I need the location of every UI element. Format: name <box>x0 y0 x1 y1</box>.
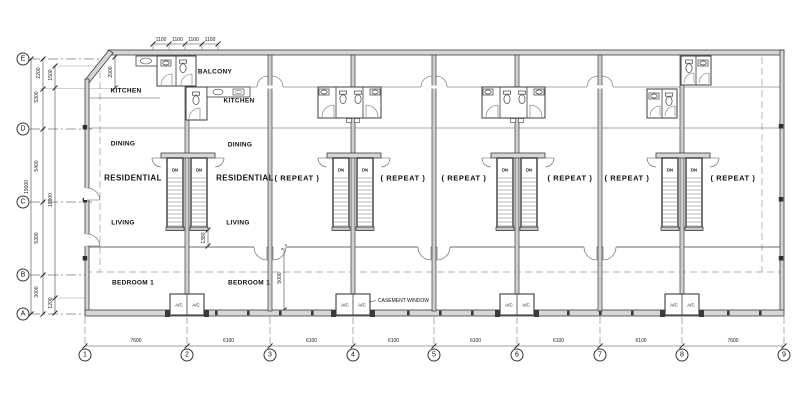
grid-bubble-row-a: A <box>16 307 30 321</box>
bathroom-block <box>482 87 545 123</box>
dim-left-inner-0: 1500 <box>48 69 54 81</box>
ac-label: A/C <box>670 302 678 308</box>
grid-bubble-col-8: 8 <box>675 348 689 362</box>
stair-dn-label: DN <box>525 167 533 173</box>
bathroom-block <box>185 86 251 121</box>
ac-ledge <box>659 293 705 318</box>
dim-bottom-1: 6100 <box>222 338 235 344</box>
dim-bedroom-depth: 5000 <box>277 272 283 284</box>
bathroom-block <box>646 88 678 119</box>
stair-dn-label: DN <box>361 167 369 173</box>
dim-left-bay-1: 5300 <box>34 91 40 103</box>
dim-left-inner-1: 18800 <box>48 193 54 207</box>
ac-ledge <box>494 293 540 318</box>
dim-left-inner-2: 1200 <box>48 297 54 309</box>
ac-label: A/C <box>358 302 366 308</box>
dim-top-0: 1100 <box>155 37 167 43</box>
grid-bubble-col-9: 9 <box>777 348 791 362</box>
stair-dn-label: DN <box>690 167 698 173</box>
unit-label-repeat: ( REPEAT ) <box>274 173 320 183</box>
room-label-dining: DINING <box>110 140 136 148</box>
grid-bubble-col-5: 5 <box>427 348 441 362</box>
room-label-kitchen: KITCHEN <box>223 97 255 105</box>
unit-label-residential: RESIDENTIAL <box>216 173 274 183</box>
dimension-lines <box>30 43 784 347</box>
grid-column-stubs <box>84 317 785 347</box>
unit-label-repeat: ( REPEAT ) <box>441 173 487 183</box>
dim-bottom-4: 6100 <box>469 338 482 344</box>
grid-bubble-col-4: 4 <box>346 348 360 362</box>
dim-top-3: 1100 <box>204 37 216 43</box>
unit-label-repeat: ( REPEAT ) <box>547 173 593 183</box>
stair-dn-label: DN <box>501 167 509 173</box>
room-label-living: LIVING <box>111 219 135 227</box>
room-label-bedroom1: BEDROOM 1 <box>111 279 155 287</box>
bathroom-block <box>680 55 712 86</box>
dimension-ticks <box>28 41 787 349</box>
grid-bubble-row-c: C <box>16 195 30 209</box>
unit-label-repeat: ( REPEAT ) <box>380 173 426 183</box>
unit-label-residential: RESIDENTIAL <box>104 173 162 183</box>
room-label-living: LIVING <box>226 219 250 227</box>
dim-top-1: 1100 <box>172 37 183 43</box>
ac-label: A/C <box>175 302 183 308</box>
ac-label: A/C <box>505 302 513 308</box>
dim-bottom-0: 7600 <box>130 338 142 344</box>
grid-bubble-row-b: B <box>16 268 30 282</box>
party-walls <box>184 54 685 312</box>
dim-left-bay-0: 2200 <box>36 67 42 79</box>
dim-left-total: 19000 <box>24 180 30 194</box>
room-label-bedroom1: BEDROOM 1 <box>227 279 271 287</box>
grid-bubble-col-1: 1 <box>78 348 92 362</box>
unit-label-repeat: ( REPEAT ) <box>604 173 650 183</box>
dim-left-bay-2: 5400 <box>34 160 40 172</box>
grid-bubble-col-7: 7 <box>593 348 607 362</box>
ac-label: A/C <box>341 302 349 308</box>
grid-row-lines <box>30 58 100 315</box>
grid-bubble-row-d: D <box>16 122 30 136</box>
ac-label: A/C <box>522 302 530 308</box>
grid-bubble-col-3: 3 <box>263 348 277 362</box>
room-label-balcony: BALCONY <box>197 68 233 76</box>
dim-stair-clearance: 1380 <box>201 232 207 244</box>
unit-label-repeat: ( REPEAT ) <box>710 173 756 183</box>
grid-bubble-row-e: E <box>16 52 30 66</box>
wall-column-markers <box>82 124 784 261</box>
dim-bottom-5: 6100 <box>552 338 565 344</box>
stair-dn-label: DN <box>195 167 203 173</box>
dim-bottom-2: 6100 <box>305 338 318 344</box>
stair-dn-label: DN <box>337 167 345 173</box>
dim-bottom-3: 6100 <box>387 338 400 344</box>
room-label-dining: DINING <box>227 141 253 149</box>
dim-left-bay-4: 3000 <box>34 286 40 298</box>
bathroom-block <box>135 55 197 87</box>
ac-ledge <box>164 293 210 318</box>
dim-kitchen-depth: 2000 <box>108 66 114 78</box>
ac-ledge <box>330 293 376 318</box>
bathroom-block <box>318 87 381 123</box>
side-door <box>84 187 101 247</box>
annotation-casement-window: CASEMENT WINDOW <box>378 298 430 304</box>
stair-dn-label: DN <box>171 167 179 173</box>
ac-label: A/C <box>192 302 200 308</box>
grid-bubble-col-2: 2 <box>180 348 194 362</box>
dim-top-2: 1100 <box>188 37 199 43</box>
ac-label: A/C <box>687 302 695 308</box>
stair-dn-label: DN <box>666 167 674 173</box>
room-label-kitchen: KITCHEN <box>110 87 142 95</box>
dim-left-bay-3: 5300 <box>34 232 40 244</box>
grid-bubble-col-6: 6 <box>510 348 524 362</box>
dim-bottom-6: 6100 <box>635 338 647 344</box>
dim-bottom-7: 7600 <box>727 338 739 344</box>
